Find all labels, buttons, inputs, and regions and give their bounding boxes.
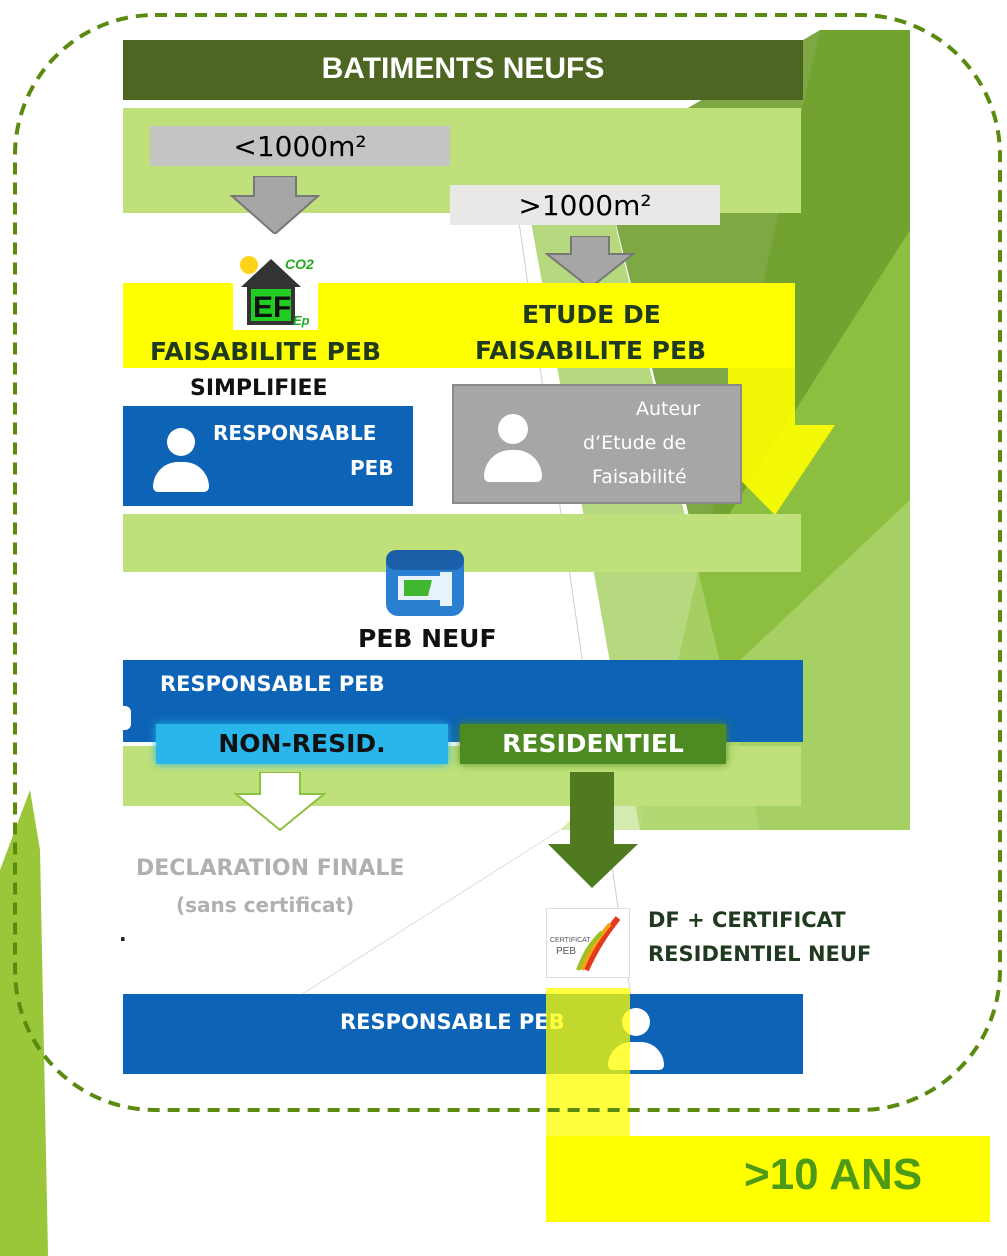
callout-label: >10 ANS <box>744 1150 923 1199</box>
ef-energy-icon: EF CO2 Ep <box>240 256 314 328</box>
auteur-line2: d’Etude de <box>583 432 687 454</box>
threshold-small-tag: <1000m² <box>150 126 450 166</box>
cert-icon-line2: PEB <box>556 946 576 957</box>
responsable-line1: RESPONSABLE <box>213 421 377 445</box>
ef-letters: EF <box>253 291 291 324</box>
stray-dot: . <box>119 922 127 946</box>
large-title-line1: ETUDE DE <box>522 300 661 329</box>
co2-label: CO2 <box>285 256 314 272</box>
responsable-line2: PEB <box>350 456 394 480</box>
small-title-line1: FAISABILITE PEB <box>150 337 382 366</box>
certificat-peb-icon: CERTIFICAT PEB <box>550 916 621 972</box>
cert-icon-line1: CERTIFICAT <box>550 937 591 944</box>
yellow-connector <box>546 988 630 1138</box>
header-title: BATIMENTS NEUFS <box>321 52 605 85</box>
non-resid-tag: NON-RESID. <box>156 724 448 764</box>
callout-box <box>546 1136 990 1222</box>
threshold-large-tag: >1000m² <box>450 185 720 225</box>
left-lime-stripe <box>0 790 48 1256</box>
arrow-down-small <box>230 176 320 234</box>
arrow-down-non-resid <box>233 772 327 832</box>
person-icon <box>480 414 544 484</box>
non-resid-result-line1: DECLARATION FINALE <box>136 856 405 881</box>
ep-label: Ep <box>293 313 310 328</box>
person-icon <box>150 428 210 494</box>
resid-result-line2: RESIDENTIEL NEUF <box>648 942 872 966</box>
responsable-peb-bar-label: RESPONSABLE PEB <box>160 672 385 696</box>
peb-neuf-label: PEB NEUF <box>358 624 497 653</box>
arrow-down-large <box>545 236 635 288</box>
auteur-line1: Auteur <box>636 398 701 420</box>
bottom-responsable-label: RESPONSABLE PEB <box>340 1010 565 1034</box>
non-resid-result-line2: (sans certificat) <box>176 893 355 917</box>
large-title-line2: FAISABILITE PEB <box>475 336 707 365</box>
auteur-line3: Faisabilité <box>592 466 687 488</box>
small-title-line2: SIMPLIFIEE <box>190 376 328 401</box>
resid-tag: RESIDENTIEL <box>460 724 726 764</box>
arrow-down-resid <box>548 772 638 888</box>
bottom-responsable-bar <box>123 994 803 1074</box>
person-icon-partial <box>123 706 131 730</box>
peb-neuf-icon <box>386 550 464 616</box>
resid-result-line1: DF + CERTIFICAT <box>648 908 846 932</box>
